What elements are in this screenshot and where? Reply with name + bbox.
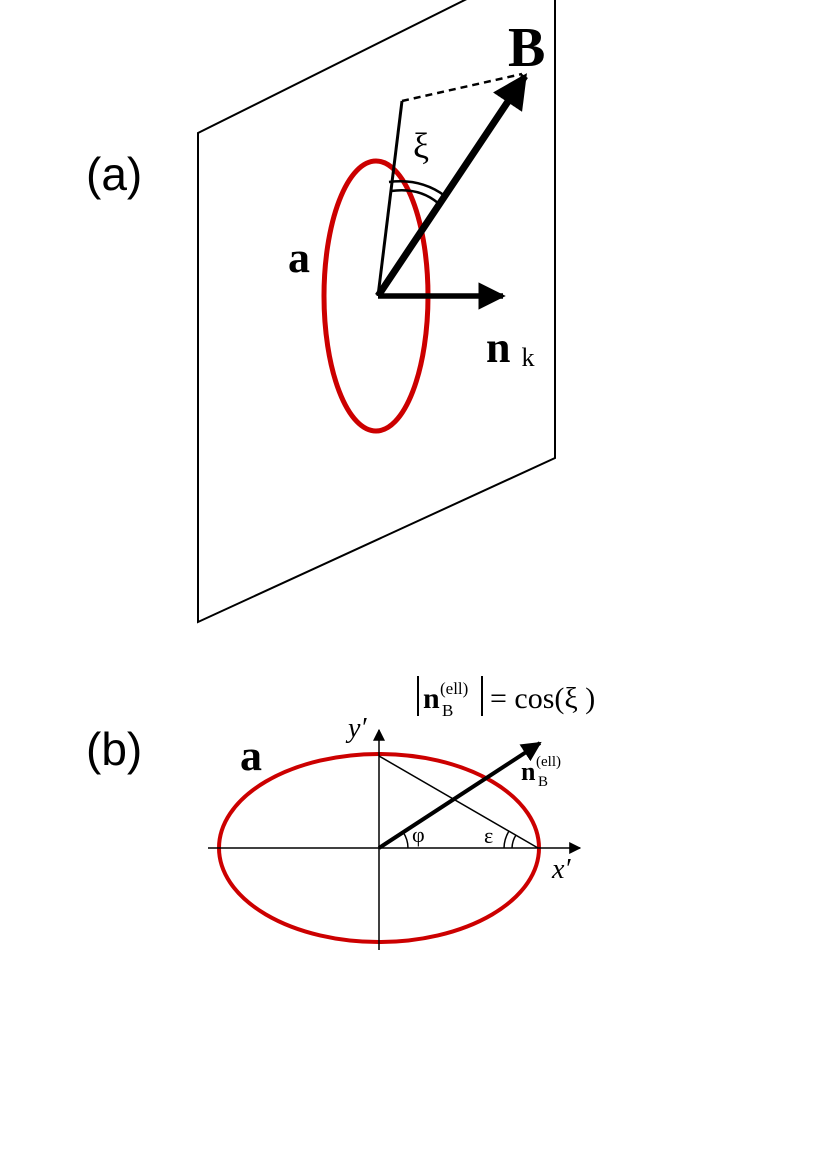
xi-angle-label: ξ	[413, 126, 429, 166]
vector-b-label: B	[508, 17, 545, 79]
loop-a-label: a	[288, 233, 310, 282]
loop-a-label-b: a	[240, 731, 262, 780]
vector-nb-superscript: (ell)	[536, 754, 561, 770]
xi-angle-arc-inner	[390, 189, 439, 204]
vector-b-arrow	[375, 73, 528, 298]
normal-nk-symbol: n	[486, 323, 510, 372]
vector-nb-arrow	[377, 741, 542, 850]
x-axis-label: x′	[551, 854, 571, 885]
equation-subscript: B	[442, 701, 453, 720]
panel-a: (a) B ξ a n k	[86, 0, 556, 624]
panel-a-label: (a)	[86, 148, 142, 200]
plane	[197, 0, 556, 624]
projection-line	[376, 100, 404, 297]
phi-label: φ	[412, 822, 425, 847]
normal-nk-subscript: k	[521, 343, 534, 372]
equation-superscript: (ell)	[440, 679, 468, 698]
chord-line	[378, 755, 539, 849]
epsilon-angle-arc-outer	[503, 830, 510, 849]
panel-b-label: (b)	[86, 723, 142, 775]
vector-nb-subscript: B	[538, 774, 548, 790]
dashed-connector	[401, 72, 523, 103]
equation-rhs: = cos(ξ )	[490, 682, 595, 715]
xi-angle-arc-outer	[388, 180, 446, 198]
epsilon-label: ε	[484, 823, 493, 848]
normal-nk-label: n k	[486, 323, 534, 372]
vector-nb-symbol: n	[521, 757, 536, 786]
panel-b: (b) n (ell) B = cos(ξ ) y′ x′ a φ ε n (e…	[86, 676, 595, 950]
y-axis-label: y′	[345, 713, 367, 744]
equation-symbol: n	[423, 682, 440, 715]
phi-angle-arc	[402, 831, 409, 849]
epsilon-angle-arc-inner	[511, 834, 517, 849]
